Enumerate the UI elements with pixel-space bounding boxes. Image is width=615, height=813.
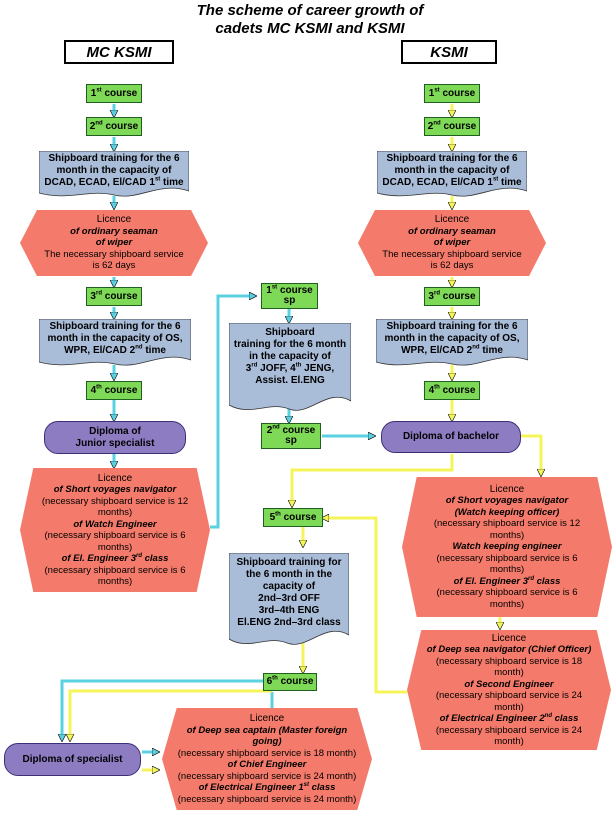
right-licence-2: Licence of Short voyages navigator (Watc… xyxy=(402,477,612,617)
left-licence-1: Licence of ordinary seaman of wiper The … xyxy=(20,210,208,276)
middle-course-2-sp: 2nd course sp xyxy=(261,423,321,449)
left-training-2: Shipboard training for the 6 month in th… xyxy=(39,319,191,367)
wavy-document-shape xyxy=(39,319,191,366)
right-licence-1: Licence of ordinary seaman of wiper The … xyxy=(358,210,546,276)
right-course-4: 4th course xyxy=(424,381,480,400)
wavy-document-shape xyxy=(39,151,189,197)
wavy-document-shape xyxy=(376,319,528,366)
diploma-junior-specialist: Diploma of Junior specialist xyxy=(44,421,186,454)
title-line-1: The scheme of career growth of xyxy=(196,2,424,19)
licence-final: Licence of Deep sea captain (Master fore… xyxy=(162,708,372,810)
middle-training-5: Shipboard training for the 6 month in th… xyxy=(229,553,349,645)
left-training-1: Shipboard training for the 6 month in th… xyxy=(39,151,189,198)
left-course-3: 3rd course xyxy=(86,287,142,306)
diploma-of-bachelor: Diploma of bachelor xyxy=(381,421,521,453)
right-course-2: 2nd course xyxy=(424,117,480,136)
right-course-1: 1st course xyxy=(424,84,480,103)
page-title: The scheme of career growth of cadets MC… xyxy=(120,2,500,38)
middle-course-1-sp: 1st course sp xyxy=(261,283,318,309)
right-training-2: Shipboard training for the 6 month in th… xyxy=(376,319,528,367)
left-course-4: 4th course xyxy=(86,381,142,400)
wavy-document-shape xyxy=(377,151,527,197)
ksmi-arrows xyxy=(70,104,541,770)
title-line-2: cadets MC KSMI and KSMI xyxy=(215,20,405,37)
right-training-1: Shipboard training for the 6 month in th… xyxy=(377,151,527,198)
header-mc-ksmi: MC KSMI xyxy=(64,40,174,64)
middle-training-sp: Shipboard training for the 6 month in th… xyxy=(229,323,351,411)
wavy-document-shape xyxy=(229,323,351,411)
right-licence-3: Licence of Deep sea navigator (Chief Off… xyxy=(407,630,611,750)
middle-course-5: 5th course xyxy=(263,508,323,527)
header-ksmi: KSMI xyxy=(401,40,497,64)
left-course-2: 2nd course xyxy=(86,117,142,136)
wavy-document-shape xyxy=(229,553,349,645)
diploma-of-specialist: Diploma of specialist xyxy=(4,743,141,776)
left-course-1: 1st course xyxy=(86,84,142,103)
left-licence-2: Licence of Short voyages navigator (nece… xyxy=(20,468,210,592)
middle-course-6: 6th course xyxy=(263,673,317,691)
right-course-3: 3rd course xyxy=(424,287,480,306)
